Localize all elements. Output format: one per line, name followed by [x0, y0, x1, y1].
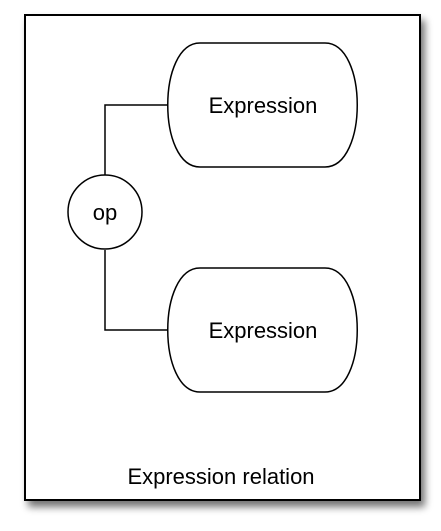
expression-label-bottom: Expression [209, 318, 318, 343]
operator-label: op [93, 200, 117, 225]
expression-shape-top [167, 42, 358, 168]
connector-top [104, 104, 172, 175]
connector-bottom [104, 250, 172, 331]
expression-label-top: Expression [209, 93, 318, 118]
expression-shape-bottom [167, 267, 358, 393]
operator-circle [67, 174, 143, 250]
expression-node-bottom: Expression [167, 267, 358, 393]
operator-node: op [67, 174, 143, 250]
diagram-caption: Expression relation [127, 464, 314, 489]
expression-node-top: Expression [167, 42, 358, 168]
